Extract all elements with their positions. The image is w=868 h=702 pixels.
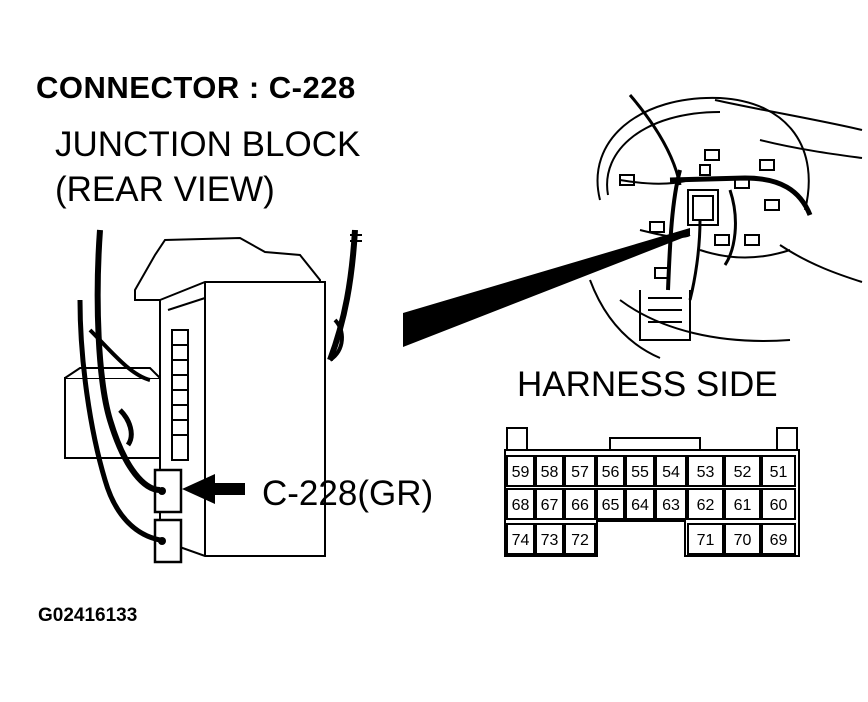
pin-number: 71 — [697, 532, 715, 549]
connector-title: CONNECTOR : C-228 — [36, 70, 356, 105]
pin-cell — [724, 523, 761, 555]
pin-cell — [761, 455, 796, 487]
pin-number: 55 — [631, 464, 649, 481]
pin-number: 56 — [602, 464, 620, 481]
pin-number: 69 — [770, 532, 788, 549]
pin-cell — [625, 488, 655, 520]
pin-number: 59 — [512, 464, 530, 481]
c228-pin-mark — [158, 487, 166, 495]
pin-cell — [564, 455, 596, 487]
pin-cell — [535, 523, 564, 555]
pin-cell — [687, 488, 724, 520]
pin-cell — [506, 523, 535, 555]
locator-wedge — [403, 228, 690, 347]
view-note: (REAR VIEW) — [55, 170, 275, 209]
pin-number: 51 — [770, 464, 788, 481]
figure-id: G02416133 — [38, 605, 138, 626]
pin-number: 73 — [541, 532, 559, 549]
pin-cell — [655, 455, 687, 487]
pin-cell — [535, 488, 564, 520]
pin-number: 60 — [770, 497, 788, 514]
pin-number: 66 — [571, 497, 589, 514]
pin-cell — [506, 455, 535, 487]
vehicle-locator-inset — [589, 96, 863, 359]
pin-cell — [761, 488, 796, 520]
pin-number: 70 — [734, 532, 752, 549]
junction-block-wires — [77, 229, 362, 543]
pin-number: 67 — [541, 497, 559, 514]
pin-cell — [687, 523, 724, 555]
pin-number: 74 — [512, 532, 530, 549]
pin-cell — [687, 455, 724, 487]
pin-number: 63 — [662, 497, 680, 514]
harness-side-connector — [504, 427, 800, 557]
pin-cell — [761, 523, 796, 555]
pin-cell — [506, 488, 535, 520]
pin-grid: 59 58 57 56 55 54 53 52 51 68 67 66 65 64 63 62 61 60 74 73… — [506, 455, 796, 555]
pin-number: 57 — [571, 464, 589, 481]
pin-number: 62 — [697, 497, 715, 514]
lower-connector-pin-mark — [158, 537, 166, 545]
component-name: JUNCTION BLOCK — [55, 125, 361, 164]
pin-cell — [596, 488, 625, 520]
pin-number: 65 — [602, 497, 620, 514]
pin-number: 64 — [631, 497, 649, 514]
harness-side-label: HARNESS SIDE — [517, 365, 778, 404]
pin-number: 61 — [734, 497, 752, 514]
pin-cell — [596, 455, 625, 487]
pin-cell — [564, 523, 596, 555]
pin-number: 53 — [697, 464, 715, 481]
connector-callout-label: C-228(GR) — [262, 474, 434, 513]
pin-cell — [724, 488, 761, 520]
pin-number: 52 — [734, 464, 752, 481]
callout-arrow — [182, 474, 245, 504]
pin-number: 54 — [662, 464, 680, 481]
pin-cell — [724, 455, 761, 487]
pin-number: 72 — [571, 532, 589, 549]
pin-number: 58 — [541, 464, 559, 481]
pin-cell — [564, 488, 596, 520]
pin-cell — [535, 455, 564, 487]
pin-number: 68 — [512, 497, 530, 514]
pin-cell — [625, 455, 655, 487]
pin-cell — [655, 488, 687, 520]
